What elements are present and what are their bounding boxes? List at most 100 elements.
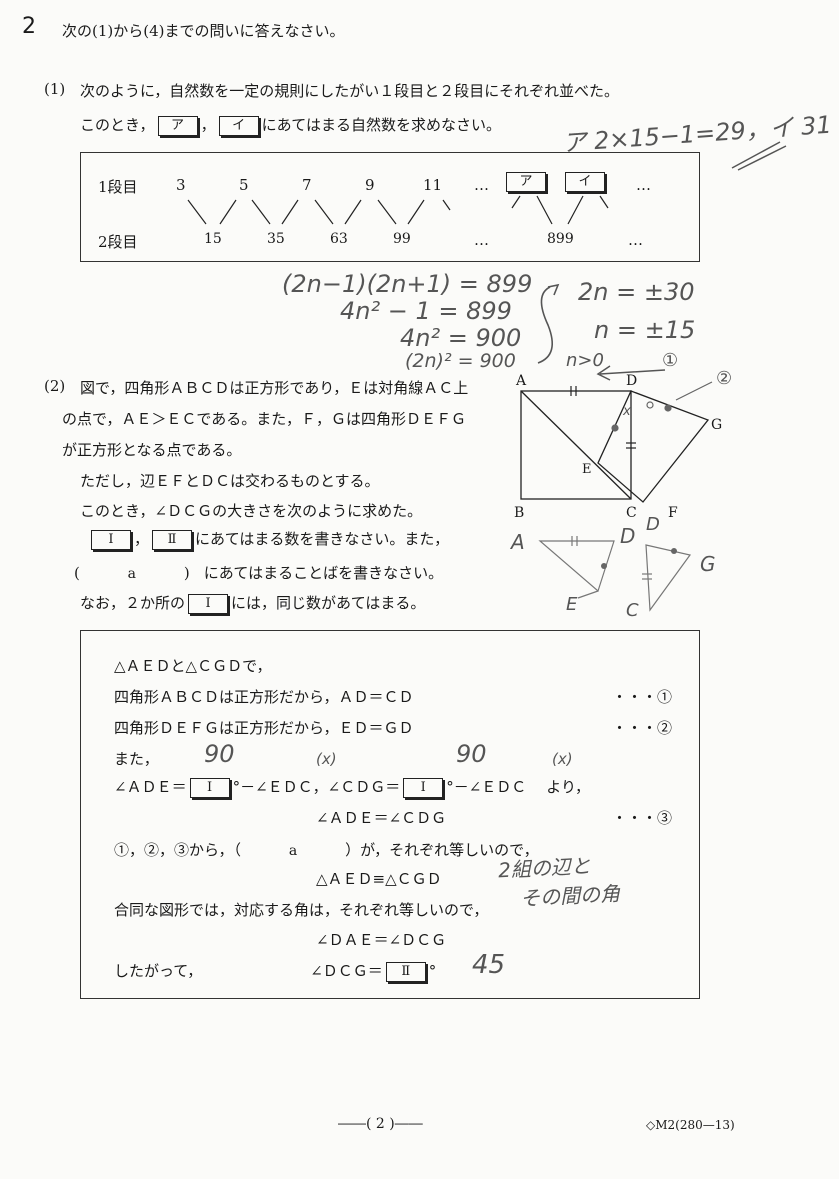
label-D: D bbox=[626, 373, 638, 389]
proof-box-I-2: Ⅰ bbox=[403, 778, 444, 798]
proof-l11b: ∠ＤＣＧ＝ bbox=[310, 962, 383, 980]
proof-l5a: ∠ＡＤＥ＝ bbox=[114, 778, 187, 796]
q2-line: ただし，辺ＥＦとＤＣは交わるものとする。 bbox=[80, 472, 380, 490]
paren-open: ( bbox=[74, 564, 80, 582]
proof-l7b: a bbox=[288, 843, 298, 859]
hand-eq7: n>0 bbox=[566, 350, 604, 371]
hand-a1: 2組の辺と bbox=[497, 853, 592, 883]
q2-sep: ， bbox=[134, 530, 150, 548]
proof-ref: ・・・② bbox=[612, 719, 673, 737]
row1-box-i: イ bbox=[562, 172, 608, 192]
small-G: G bbox=[700, 552, 716, 576]
hand-90a: 90 bbox=[204, 740, 235, 768]
proof-l5c: °－∠ＥＤＣ bbox=[446, 778, 527, 796]
label-B: B bbox=[514, 505, 525, 521]
exam-code: ◇M2(280—13) bbox=[646, 1118, 735, 1132]
label-E: E bbox=[582, 462, 592, 477]
row2-item: 99 bbox=[393, 231, 411, 247]
row2-item: 35 bbox=[267, 231, 285, 247]
proof-frame bbox=[80, 630, 700, 999]
small-D: D bbox=[620, 524, 636, 548]
proof-l11c: ° bbox=[428, 962, 437, 980]
row2-899: 899 bbox=[547, 231, 574, 247]
paren-a: a bbox=[127, 566, 137, 582]
answer-box-i: イ bbox=[218, 116, 259, 136]
answer-box-a: ア bbox=[157, 116, 198, 136]
box-II: Ⅱ bbox=[152, 530, 193, 550]
proof-l11a: したがって， bbox=[114, 962, 203, 980]
proof-l7c: ）が，それぞれ等しいので， bbox=[345, 841, 539, 859]
proof-line: また， bbox=[114, 750, 159, 768]
row1-label: 1段目 bbox=[98, 178, 138, 196]
proof-line: 合同な図形では，対応する角は，それぞれ等しいので， bbox=[114, 901, 489, 919]
q2-line6-post: にあてはまる数を書きなさい。また， bbox=[195, 530, 450, 548]
hand-brace bbox=[537, 283, 560, 364]
problem-instruction: 次の(1)から(4)までの問いに答えなさい。 bbox=[62, 22, 345, 40]
hand-eq7-mark: ① bbox=[662, 350, 679, 371]
row1-item: 9 bbox=[365, 176, 375, 194]
hand-eq2: 4n² − 1 = 899 bbox=[340, 297, 512, 325]
box-I-ref: Ⅰ bbox=[188, 594, 229, 614]
hand-eq6: n = ±15 bbox=[594, 316, 696, 344]
proof-line: 四角形ＡＢＣＤは正方形だから，ＡＤ＝ＣＤ bbox=[114, 688, 414, 706]
proof-line: ∠ＡＤＥ＝∠ＣＤＧ bbox=[316, 809, 447, 827]
q2-line: の点で，ＡＥ＞ＥＣである。また，Ｆ，Ｇは四角形ＤＥＦＧ bbox=[62, 410, 466, 428]
proof-l5b: °－∠ＥＤＣ，∠ＣＤＧ＝ bbox=[232, 778, 401, 796]
row1-item: 5 bbox=[239, 176, 249, 194]
seq-box-i: イ bbox=[565, 172, 605, 192]
q2-label: (2) bbox=[44, 377, 66, 395]
hand-arrow bbox=[596, 365, 666, 381]
q2-line: が正方形となる点である。 bbox=[62, 441, 242, 459]
row2-item: 63 bbox=[330, 231, 348, 247]
proof-ref: ・・・③ bbox=[612, 809, 673, 827]
hand-eq3: 4n² = 900 bbox=[400, 324, 522, 352]
proof-box-II: Ⅱ bbox=[385, 962, 426, 982]
q2-line8-pre: なお，２か所の bbox=[80, 594, 186, 612]
paren-close: ) bbox=[183, 564, 190, 582]
box-I: Ⅰ bbox=[91, 530, 131, 550]
row1-item: 3 bbox=[176, 176, 186, 194]
row2-item: 15 bbox=[204, 231, 222, 247]
row1-box-a: ア bbox=[503, 172, 549, 192]
q1-line1: 次のように，自然数を一定の規則にしたがい１段目と２段目にそれぞれ並べた。 bbox=[80, 82, 619, 100]
problem-number: 2 bbox=[22, 14, 36, 39]
q2-line7: (a)にあてはまることばを書きなさい。 bbox=[74, 562, 443, 583]
proof-l7a: ①，②，③から，（ bbox=[114, 841, 242, 859]
proof-line: △ＡＥＤと△ＣＧＤで， bbox=[114, 657, 272, 675]
label-F: F bbox=[668, 505, 678, 521]
q2-line8-post: には，同じ数があてはまる。 bbox=[231, 594, 426, 612]
sequence-frame bbox=[80, 152, 700, 262]
hand-90b: 90 bbox=[456, 740, 487, 768]
q1-line2: このとき，ア，イにあてはまる自然数を求めなさい。 bbox=[80, 114, 501, 136]
hand-double-underline bbox=[731, 141, 787, 171]
label-A: A bbox=[516, 373, 527, 389]
small-E: E bbox=[566, 594, 578, 615]
proof-line: △ＡＥＤ≡△ＣＧＤ bbox=[316, 870, 442, 888]
small-C: C bbox=[626, 600, 639, 621]
label-x: x bbox=[623, 404, 631, 419]
q2-line: 図で，四角形ＡＢＣＤは正方形であり，Ｅは対角線ＡＣ上 bbox=[80, 379, 469, 397]
row2-ellipsis-end: … bbox=[628, 231, 643, 249]
row2-ellipsis: … bbox=[474, 231, 489, 249]
small-A: A bbox=[511, 530, 525, 554]
page-number: ――( 2 )―― bbox=[338, 1116, 423, 1132]
hand-a2: その間の角 bbox=[519, 881, 621, 911]
proof-ref: ・・・① bbox=[612, 688, 673, 706]
row1-item: 7 bbox=[302, 176, 312, 194]
proof-line11: したがって， ∠ＤＣＧ＝Ⅱ° bbox=[114, 960, 436, 982]
label-G: G bbox=[711, 417, 723, 433]
q2-line: このとき，∠ＤＣＧの大きさを次のように求めた。 bbox=[80, 502, 423, 520]
hand-45: 45 bbox=[472, 950, 506, 980]
row1-ellipsis: … bbox=[474, 176, 489, 194]
sequence-slashes bbox=[187, 195, 609, 225]
proof-line: ∠ＤＡＥ＝∠ＤＣＧ bbox=[316, 931, 447, 949]
seq-box-a: ア bbox=[506, 172, 546, 192]
proof-line7: ①，②，③から，（ a ）が，それぞれ等しいので， bbox=[114, 839, 539, 860]
proof-line: 四角形ＤＥＦＧは正方形だから，ＥＤ＝ＧＤ bbox=[114, 719, 414, 737]
q1-line2-post: にあてはまる自然数を求めなさい。 bbox=[261, 116, 501, 134]
q1-label: (1) bbox=[44, 80, 66, 98]
geometry-figure bbox=[520, 381, 713, 612]
